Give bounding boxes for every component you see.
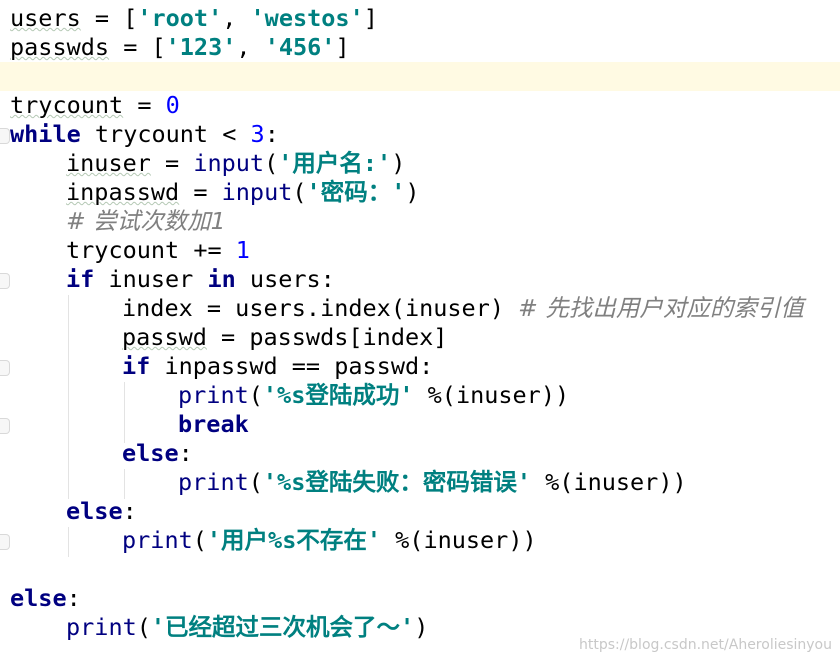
number-literal: 0 xyxy=(165,91,180,119)
indent-guide xyxy=(68,527,69,557)
string-literal: '密码：' xyxy=(306,178,406,206)
string-literal: '%s登陆成功' xyxy=(262,381,414,409)
number-literal: 1 xyxy=(235,236,250,264)
builtin-function: print xyxy=(66,613,137,641)
expression: index = users.index(inuser) xyxy=(122,294,519,322)
expression: %(inuser)) xyxy=(381,526,537,554)
watermark: https://blog.csdn.net/Aheroliesinyou xyxy=(578,637,832,653)
string-literal: '用户名:' xyxy=(278,149,392,177)
code-line: else: xyxy=(10,584,840,613)
fold-marker[interactable] xyxy=(0,360,10,376)
number-literal: 3 xyxy=(250,120,265,148)
keyword: if xyxy=(122,352,151,380)
operator: = [ xyxy=(80,4,138,32)
operator: = [ xyxy=(109,33,166,61)
code-line: trycount += 1 xyxy=(66,236,840,265)
identifier: users xyxy=(10,4,81,32)
operator: = xyxy=(123,91,166,119)
code-line: if inpasswd == passwd: xyxy=(122,352,840,381)
identifier: passwd xyxy=(122,323,207,351)
bracket: ( xyxy=(264,149,279,177)
builtin-function: print xyxy=(178,381,249,409)
identifier: inuser xyxy=(66,149,151,177)
code-line: index = users.index(inuser) # 先找出用户对应的索引… xyxy=(122,294,840,323)
string-literal: '456' xyxy=(264,33,336,61)
expression: = passwds[index] xyxy=(206,323,448,351)
identifier: trycount xyxy=(10,91,124,119)
separator: , xyxy=(236,33,265,61)
keyword: in xyxy=(207,265,236,293)
builtin-function: input xyxy=(221,178,293,206)
expression: trycount += xyxy=(66,236,236,264)
string-literal: '%s登陆失败：密码错误' xyxy=(262,468,531,496)
keyword: else xyxy=(122,439,179,467)
operator: = xyxy=(150,149,194,177)
code-line: print('%s登陆失败：密码错误' %(inuser)) xyxy=(178,468,840,497)
code-line: print('已经超过三次机会了～') xyxy=(66,613,840,642)
bracket: ( xyxy=(248,468,263,496)
keyword: break xyxy=(178,410,249,438)
fold-marker[interactable] xyxy=(0,273,10,289)
code-line: print('%s登陆成功' %(inuser)) xyxy=(178,381,840,410)
code-line: if inuser in users: xyxy=(66,265,840,294)
keyword: else xyxy=(10,584,67,612)
string-literal: '123' xyxy=(165,33,237,61)
colon: : xyxy=(66,584,81,612)
code-line: else: xyxy=(122,439,840,468)
expression: trycount < xyxy=(80,120,251,148)
code-line: users = ['root', 'westos'] xyxy=(10,4,840,33)
code-line: print('用户%s不存在' %(inuser)) xyxy=(122,526,840,555)
bracket: ( xyxy=(136,613,151,641)
colon: : xyxy=(122,497,137,525)
expression: %(inuser)) xyxy=(413,381,570,409)
keyword: while xyxy=(10,120,81,148)
builtin-function: print xyxy=(122,526,193,554)
bracket: ] xyxy=(335,33,350,61)
expression: inuser xyxy=(94,265,208,293)
operator: = xyxy=(179,178,222,206)
bracket: ( xyxy=(192,526,207,554)
fold-marker[interactable] xyxy=(0,128,10,144)
comment: # 先找出用户对应的索引值 xyxy=(518,294,804,322)
keyword: if xyxy=(66,265,95,293)
code-line: else: xyxy=(66,497,840,526)
code-line: break xyxy=(178,410,840,439)
builtin-function: print xyxy=(178,468,249,496)
bracket: ( xyxy=(292,178,307,206)
keyword: else xyxy=(66,497,123,525)
fold-marker[interactable] xyxy=(0,418,10,434)
expression: users: xyxy=(235,265,335,293)
current-line-highlight[interactable] xyxy=(0,62,840,91)
indent-guide xyxy=(68,295,69,499)
string-literal: 'westos' xyxy=(250,4,364,32)
bracket: ) xyxy=(391,149,406,177)
indent-guide xyxy=(124,382,125,443)
bracket: ) xyxy=(414,613,429,641)
code-line: passwds = ['123', '456'] xyxy=(10,33,840,62)
code-line: inpasswd = input('密码：') xyxy=(66,178,840,207)
expression: %(inuser)) xyxy=(531,468,687,496)
code-line: passwd = passwds[index] xyxy=(122,323,840,352)
code-line: # 尝试次数加1 xyxy=(66,207,840,236)
fold-marker[interactable] xyxy=(0,534,10,550)
code-line: trycount = 0 xyxy=(10,91,840,120)
comment: # 尝试次数加1 xyxy=(66,207,226,235)
builtin-function: input xyxy=(193,149,265,177)
string-literal: 'root' xyxy=(137,4,223,32)
code-line: inuser = input('用户名:') xyxy=(66,149,840,178)
expression: inpasswd == passwd: xyxy=(150,352,434,380)
separator: , xyxy=(222,4,251,32)
string-literal: '已经超过三次机会了～' xyxy=(150,613,415,641)
bracket: ( xyxy=(248,381,263,409)
bracket: ) xyxy=(405,178,420,206)
bracket: ] xyxy=(363,4,378,32)
colon: : xyxy=(178,439,193,467)
string-literal: '用户%s不存在' xyxy=(206,526,381,554)
colon: : xyxy=(264,120,279,148)
identifier: inpasswd xyxy=(66,178,180,206)
code-line: while trycount < 3: xyxy=(10,120,840,149)
identifier: passwds xyxy=(10,33,110,61)
indent-guide xyxy=(124,469,125,499)
